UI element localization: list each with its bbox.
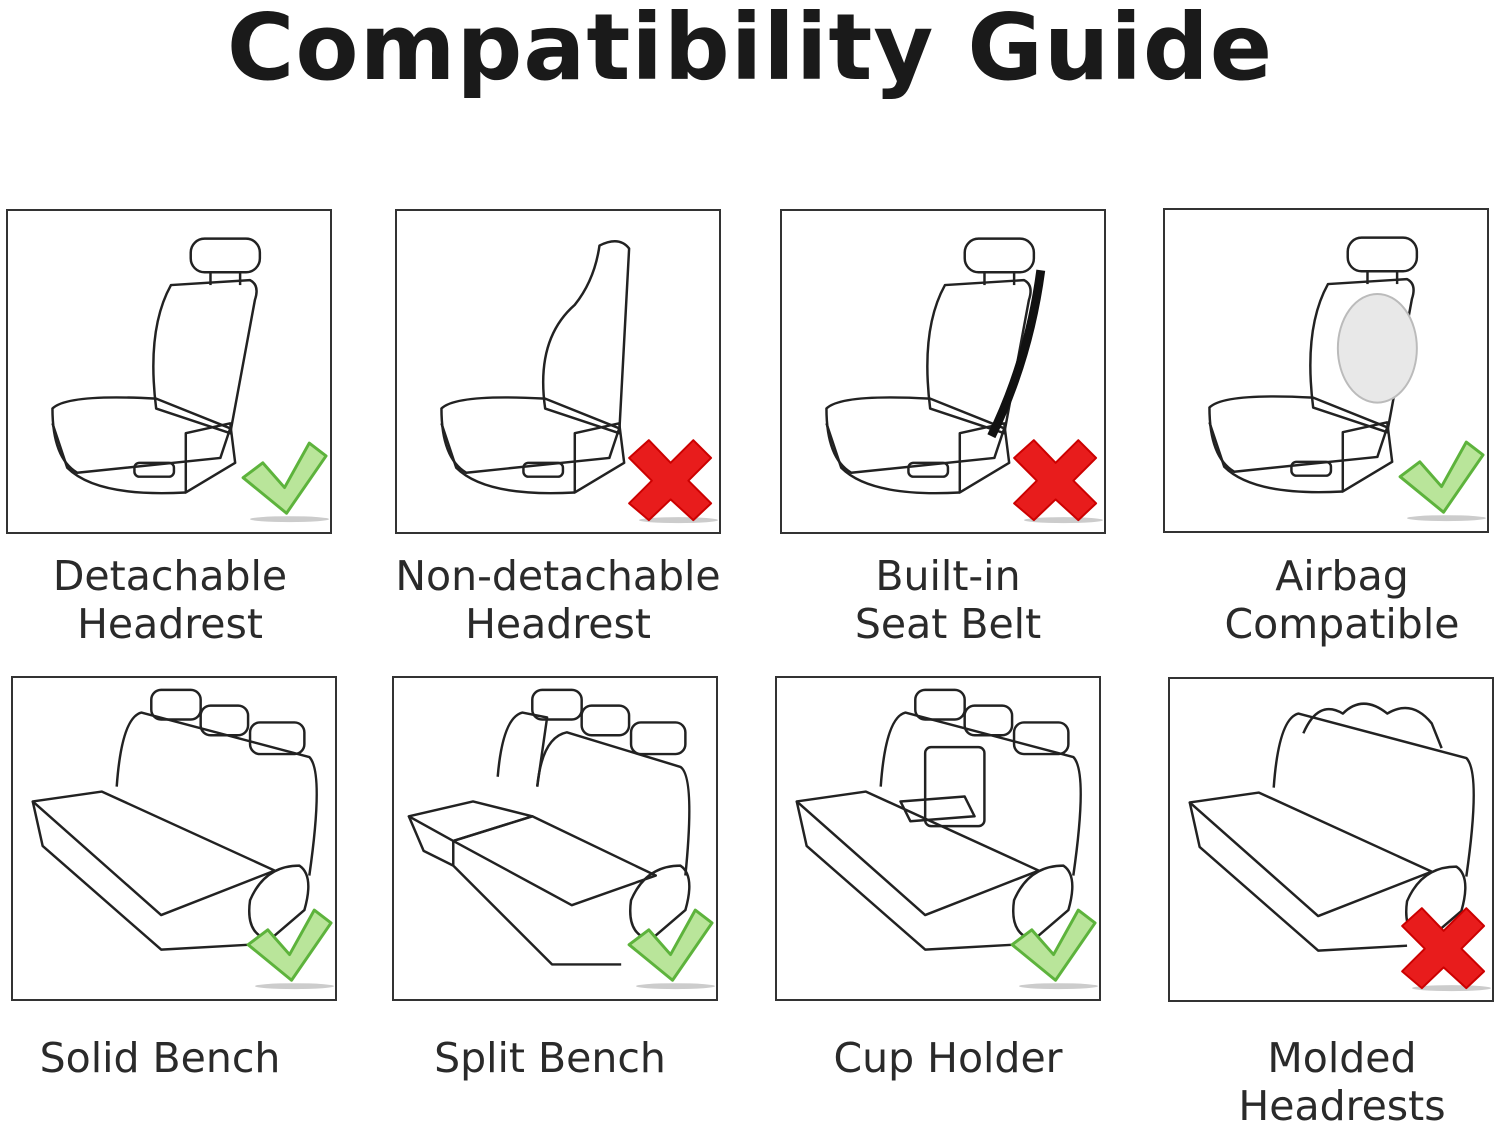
label-line-2: Seat Belt <box>854 600 1042 648</box>
split-bench-illustration <box>407 688 716 990</box>
cross-icon <box>628 439 719 524</box>
check-icon <box>627 908 716 990</box>
airbag-compatible-card <box>1163 208 1489 533</box>
split-bench-card <box>392 676 718 1001</box>
cup-holder-label: Cup Holder <box>748 1034 1148 1082</box>
label-line-2: Headrest <box>465 600 651 648</box>
non-detachable-headrest-illustration <box>440 240 719 524</box>
cross-icon <box>1401 907 1492 992</box>
check-icon <box>241 441 330 523</box>
detachable-headrest-card <box>6 209 332 534</box>
label-line-1: Non-detachable <box>395 552 721 600</box>
label-line-1: Airbag <box>1275 552 1409 600</box>
cup-holder-card <box>775 676 1101 1001</box>
solid-bench-label: Solid Bench <box>0 1034 360 1082</box>
label-line-1: Molded <box>1267 1034 1417 1082</box>
split-bench-label: Split Bench <box>350 1034 750 1082</box>
solid-bench-card <box>11 676 337 1001</box>
label-line-2: Headrests <box>1238 1082 1446 1130</box>
molded-headrests-illustration <box>1188 702 1492 992</box>
page-title: Compatibility Guide <box>226 0 1274 101</box>
label-line-1: Detachable <box>52 552 288 600</box>
label-line-2: Headrest <box>77 600 263 648</box>
built-in-seat-belt-illustration <box>825 237 1104 524</box>
molded-headrests-card <box>1168 677 1494 1002</box>
label-line-1: Split Bench <box>434 1034 666 1082</box>
check-icon <box>1398 440 1487 522</box>
label-line-2: Compatible <box>1224 600 1460 648</box>
airbag-compatible-illustration <box>1208 236 1487 522</box>
check-icon <box>1010 908 1099 990</box>
label-line-1: Built-in <box>875 552 1021 600</box>
non-detachable-headrest-card <box>395 209 721 534</box>
solid-bench-illustration <box>31 688 335 990</box>
label-line-1: Cup Holder <box>833 1034 1063 1082</box>
cross-icon <box>1013 439 1104 524</box>
label-line-1: Solid Bench <box>39 1034 281 1082</box>
built-in-seat-belt-card <box>780 209 1106 534</box>
cup-holder-illustration <box>795 688 1099 990</box>
check-icon <box>246 908 335 990</box>
detachable-headrest-illustration <box>51 237 330 523</box>
